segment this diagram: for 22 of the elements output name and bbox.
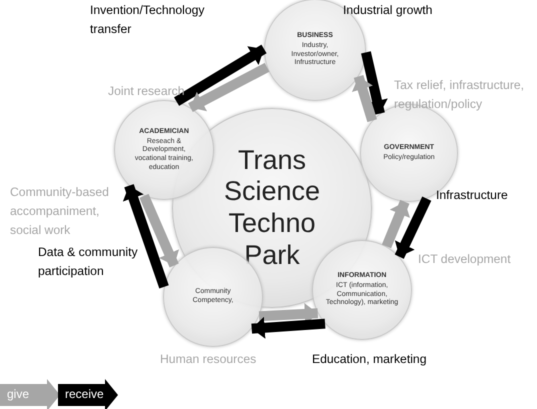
circle-title: Trans Science Techno Park (222, 144, 322, 272)
legend-label: give (7, 387, 30, 401)
edge-label: Joint research (108, 83, 186, 100)
block-arrow (188, 62, 270, 112)
legend-label: receive (65, 387, 104, 401)
edge-label: Infrastructure (436, 187, 509, 204)
block-arrow (122, 184, 169, 288)
edge-label: Invention/Technology transfer (90, 2, 206, 38)
edge-label: Education, marketing (312, 351, 428, 368)
edge-label: Community-based accompaniment, social work (10, 184, 110, 239)
edge-label: Human resources (160, 351, 258, 368)
edge-label: ICT development (418, 251, 512, 268)
edge-label: Data & community participation (38, 244, 139, 280)
block-arrow (361, 51, 388, 115)
block-arrow (382, 200, 410, 248)
edge-label: Tax relief, infrastructure, regulation/policy (394, 77, 526, 113)
edge-label: Industrial growth (343, 2, 434, 19)
block-arrow (394, 196, 432, 259)
block-arrow (352, 75, 377, 122)
block-arrow (139, 194, 180, 268)
block-arrow (174, 44, 267, 106)
block-arrow (251, 316, 326, 339)
